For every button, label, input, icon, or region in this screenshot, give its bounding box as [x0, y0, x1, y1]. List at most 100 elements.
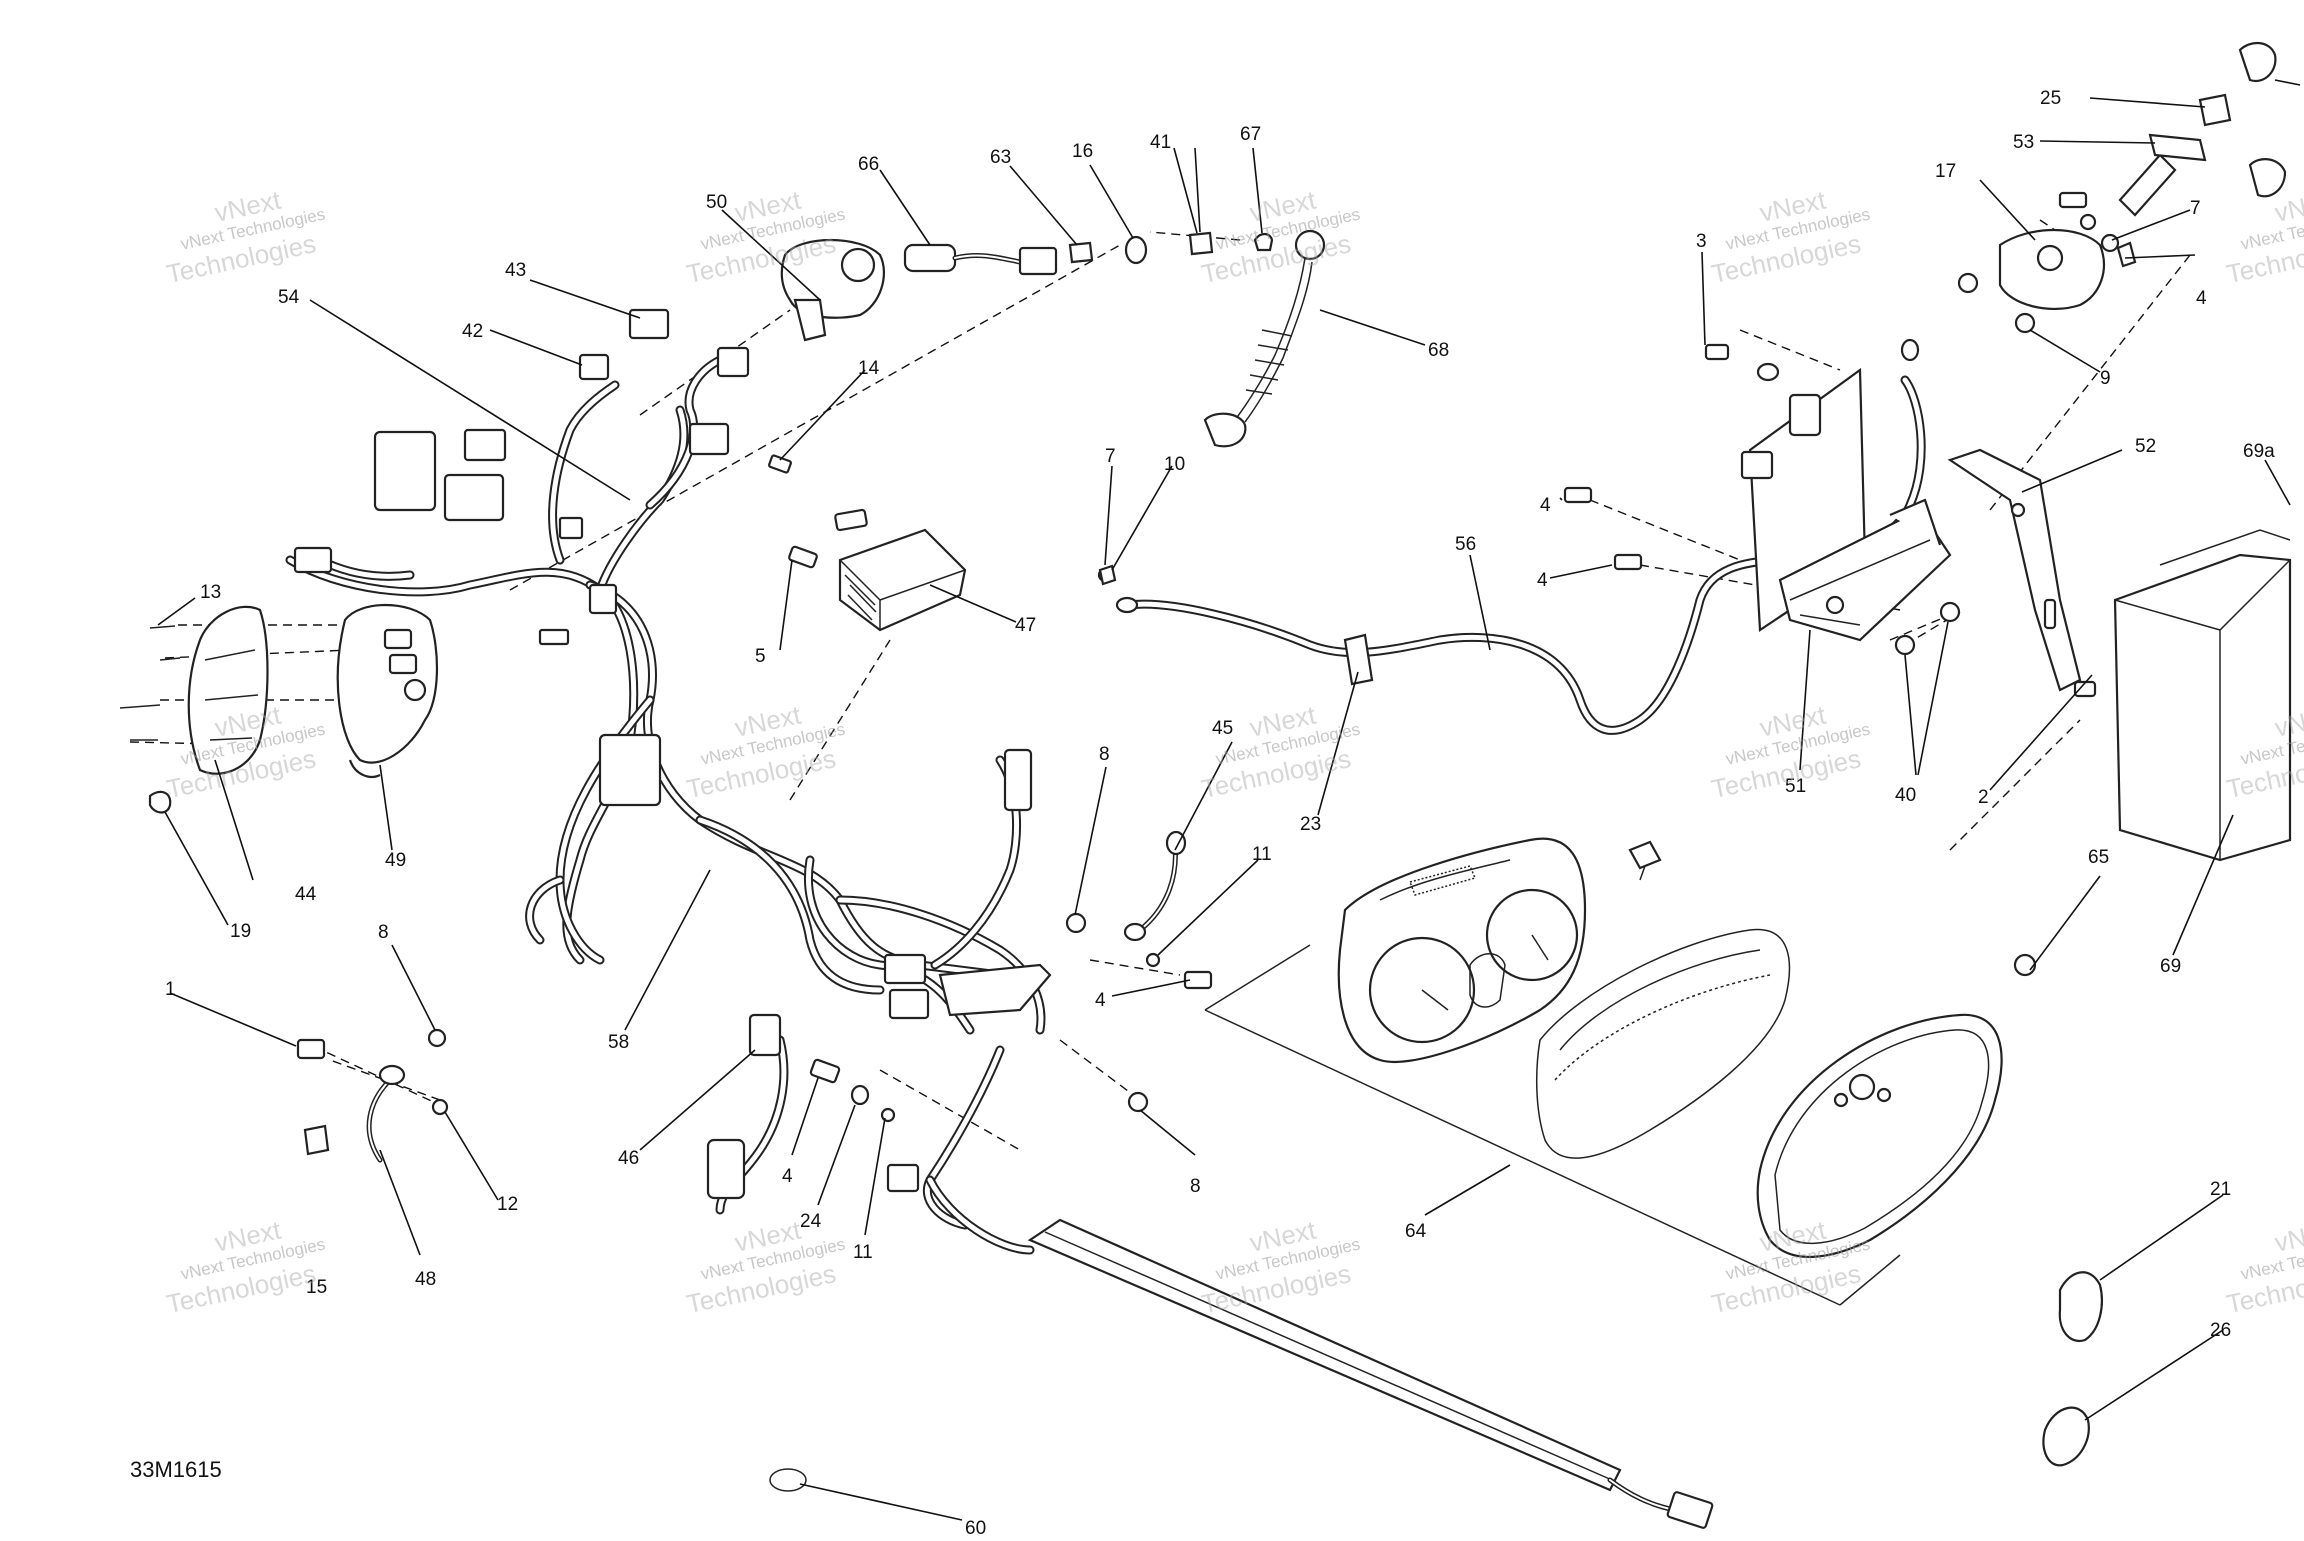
- sensor-clip: [1628, 840, 1662, 870]
- callout-63: 63: [990, 147, 1011, 168]
- gasket-21: [2058, 1271, 2103, 1343]
- callout-4-solenoid: 4: [2196, 288, 2207, 309]
- callout-8-top: 8: [1099, 744, 1110, 765]
- nut-63: [1068, 241, 1094, 264]
- callout-15: 15: [306, 1277, 327, 1298]
- support-tab: [1740, 450, 1774, 480]
- strap-hole-1: [2010, 502, 2026, 518]
- callout-19: 19: [230, 921, 251, 942]
- watermark-15: vNext vNext Technologies Technologies: [2224, 1214, 2304, 1319]
- harness-connectors: [293, 308, 1033, 1200]
- nut-40a: [1894, 634, 1916, 656]
- callout-12: 12: [497, 1194, 518, 1215]
- switch-housing-44: [187, 605, 269, 775]
- callout-67: 67: [1240, 124, 1261, 145]
- nut-40b: [1939, 601, 1961, 623]
- callout-46: 46: [618, 1148, 639, 1169]
- callout-7-cable: 7: [1105, 446, 1116, 467]
- callout-49: 49: [385, 850, 406, 871]
- callout-4-support: 4: [1540, 495, 1551, 516]
- ground-cables: [296, 454, 1213, 1163]
- watermark-7: vNext vNext Technologies Technologies: [684, 699, 847, 804]
- terminal-cap-top: [2238, 42, 2277, 83]
- clip-23: [1343, 633, 1374, 686]
- nut-8a: [427, 1028, 447, 1048]
- callout-41: 41: [1150, 132, 1171, 153]
- callout-54: 54: [278, 287, 300, 308]
- callout-4-ground: 4: [1095, 990, 1106, 1011]
- callout-58: 58: [608, 1032, 629, 1053]
- connector-junction: [883, 953, 927, 985]
- solenoid-nut-9: [2014, 312, 2036, 334]
- callout-3: 3: [1696, 231, 1707, 252]
- connector-left: [293, 546, 333, 574]
- connector-mid: [588, 583, 618, 615]
- callout-13: 13: [200, 582, 221, 603]
- solenoid-washer: [2079, 213, 2097, 231]
- callout-42: 42: [462, 321, 483, 342]
- callout-66: 66: [858, 154, 879, 175]
- cable-45-ring-top: [1165, 830, 1187, 856]
- nut-8b: [1065, 912, 1087, 934]
- heater-connector: [1666, 1491, 1714, 1529]
- callout-11-lower: 11: [853, 1242, 873, 1263]
- bolt-4a: [1563, 486, 1593, 504]
- solenoid-terminal: [2036, 244, 2064, 272]
- callout-25: 25: [2040, 88, 2061, 109]
- nut-7: [1098, 564, 1117, 586]
- callout-60: 60: [965, 1518, 986, 1536]
- watermark-12: vNext vNext Technologies Technologies: [684, 1214, 847, 1319]
- assembly-dashed-lines: [129, 219, 2191, 1151]
- switch-button-1: [383, 628, 413, 650]
- drawing-code: 33M1615: [130, 1457, 222, 1482]
- connector-43: [628, 308, 670, 340]
- connector-top-right: [688, 422, 730, 456]
- tether-receiver-66: [903, 243, 957, 273]
- callout-numbers: 1 2 3 4 4 4 4 4 5 7 7 8 8 8 9 10 11 11 1…: [165, 88, 2275, 1539]
- leader-lines: [157, 79, 2301, 1521]
- callout-24: 24: [800, 1211, 822, 1232]
- watermark-3: vNext vNext Technologies Technologies: [1199, 184, 1362, 289]
- star-washer-15: [303, 1124, 330, 1156]
- clip-67: [1253, 232, 1274, 252]
- switch-wire: [348, 759, 381, 778]
- callout-69: 69: [2160, 956, 2181, 977]
- watermark-1: vNext vNext Technologies Technologies: [164, 184, 327, 289]
- connector-upright: [1003, 748, 1033, 812]
- bezel-hole-small-2: [1876, 1087, 1892, 1103]
- terminal-boot: [2118, 153, 2177, 217]
- callout-44: 44: [295, 884, 317, 905]
- callout-8-lower: 8: [1190, 1176, 1201, 1197]
- callout-5: 5: [755, 646, 766, 667]
- washer-12: [431, 1098, 449, 1116]
- terminal-cap-mid: [2248, 158, 2287, 198]
- support-hole: [1825, 595, 1845, 615]
- callout-45: 45: [1212, 718, 1233, 739]
- callout-43: 43: [505, 260, 526, 281]
- washer-3: [1756, 362, 1780, 382]
- connector-46-plug: [706, 1138, 746, 1200]
- bolt-4: [1183, 970, 1213, 990]
- battery-69: [2113, 553, 2292, 862]
- connector-right: [716, 346, 750, 378]
- callout-65: 65: [2088, 847, 2109, 868]
- terminal-53: [2148, 133, 2207, 162]
- connector-pigtail: [538, 628, 570, 646]
- watermark-9: vNext vNext Technologies Technologies: [1709, 699, 1872, 804]
- cable-45-ring-bottom: [1123, 922, 1147, 942]
- bolt-3: [1704, 343, 1730, 361]
- connector-top-left: [463, 428, 507, 462]
- washer-16: [1124, 235, 1148, 265]
- callout-47: 47: [1015, 615, 1036, 636]
- callout-64: 64: [1405, 1221, 1427, 1242]
- strap-slot: [2043, 598, 2057, 630]
- callout-51: 51: [1785, 776, 1806, 797]
- nut-4-right: [2116, 241, 2137, 268]
- callout-48: 48: [415, 1269, 436, 1290]
- callout-16: 16: [1072, 141, 1093, 162]
- cable-56-terminal: [1900, 338, 1920, 362]
- label-60: [769, 1468, 807, 1492]
- watermark-8: vNext vNext Technologies Technologies: [1199, 699, 1362, 804]
- connector-junction-2: [888, 988, 930, 1020]
- callout-7-solenoid: 7: [2190, 198, 2201, 219]
